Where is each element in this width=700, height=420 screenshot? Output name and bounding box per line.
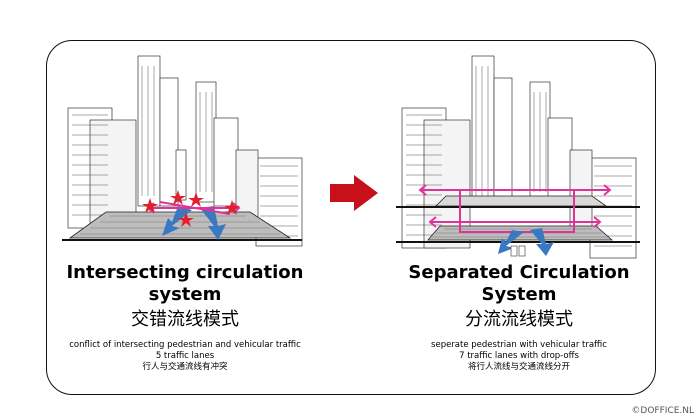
street-left [68,211,292,239]
right-line-2: 7 traffic lanes with drop-offs [459,351,579,361]
conflict-markers [142,190,240,227]
right-title-en: Separated Circulation System [408,262,630,305]
left-title-cn: 交错流线模式 [131,309,239,330]
left-title-en: Intersecting circulation system [66,262,304,305]
left-description: conflict of intersecting pedestrian and … [60,340,310,373]
left-line-2: 5 traffic lanes [155,351,215,361]
left-line-3: 行人与交通流线有冲突 [142,362,228,372]
vehicle-flow-arrows [162,206,226,240]
right-line-1: seperate pedestrian with vehicular traff… [431,340,607,350]
tower [547,117,573,207]
left-caption: Intersecting circulation system 交错流线模式 c… [60,262,310,373]
tower [159,77,179,207]
vehicle-flow-arrows [498,228,554,256]
pedestrian-deck [435,195,608,207]
tower [493,77,513,207]
right-title-cn: 分流流线模式 [465,309,573,330]
tower-tall [471,55,495,207]
right-line-3: 将行人流线与交通流线分开 [467,362,570,372]
right-caption: Separated Circulation System 分流流线模式 sepe… [398,262,640,373]
left-line-1: conflict of intersecting pedestrian and … [69,340,301,350]
copyright-notice: ©DOFFICE.NL [631,406,694,416]
right-description: seperate pedestrian with vehicular traff… [398,340,640,373]
pedestrian-flow-arrows [418,184,612,228]
